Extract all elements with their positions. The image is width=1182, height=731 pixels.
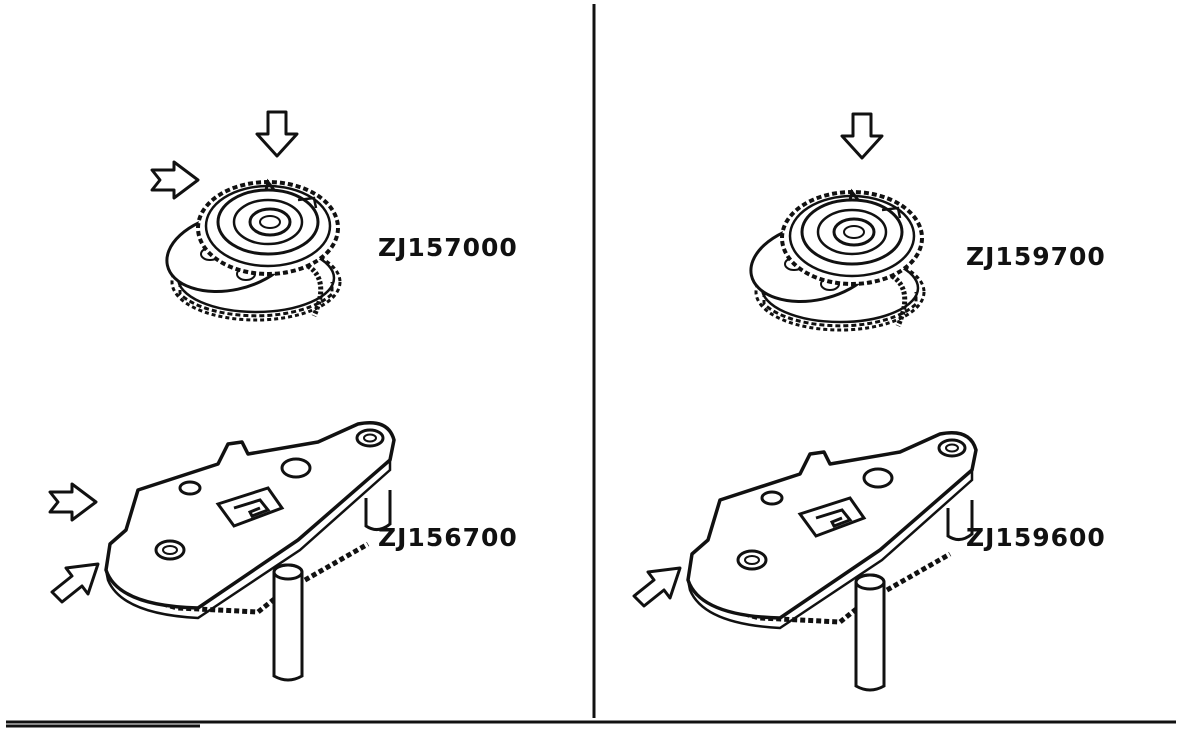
hollow-arrow-icon [48, 482, 98, 522]
hollow-arrow-icon [150, 160, 200, 200]
hollow-arrow-icon [632, 566, 682, 608]
part-zj156700-illustration [106, 423, 394, 680]
hollow-arrow-icon [255, 110, 299, 158]
part-zj159600-illustration [688, 433, 976, 690]
hollow-arrow-icon [50, 562, 100, 604]
part-zj159700-illustration [743, 192, 924, 330]
hollow-arrow-icon [840, 112, 884, 160]
part-zj157000-illustration [159, 182, 340, 320]
part-label-left-bottom: ZJ156700 [378, 523, 518, 552]
part-label-right-bottom: ZJ159600 [966, 523, 1106, 552]
part-label-right-top: ZJ159700 [966, 242, 1106, 271]
part-label-left-top: ZJ157000 [378, 233, 518, 262]
